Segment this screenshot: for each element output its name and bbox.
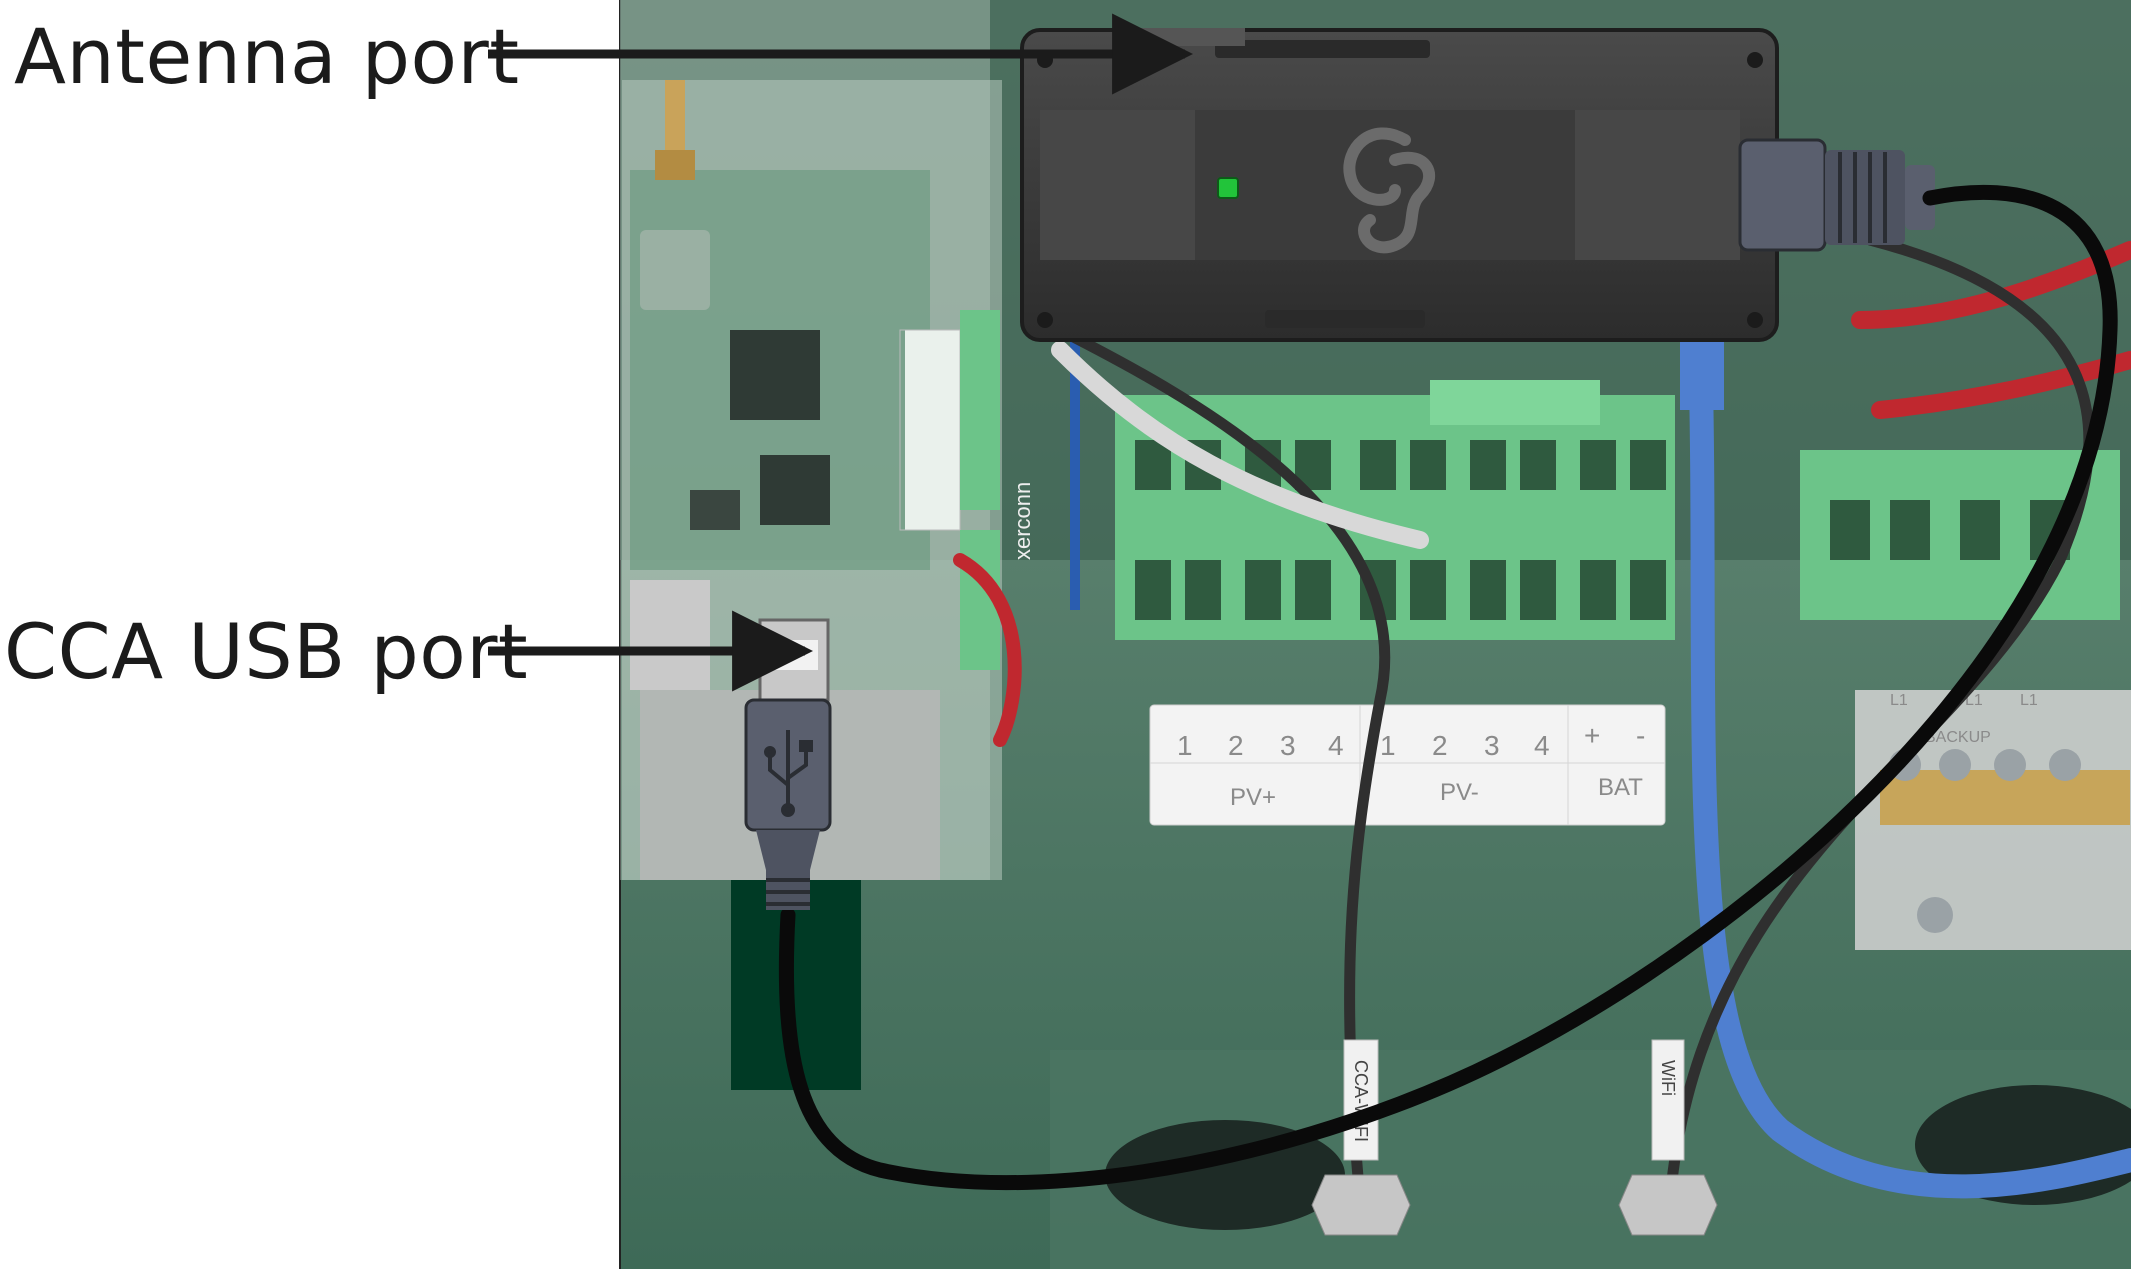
terminal-number: 4 [1534,730,1550,761]
cca-usb-plug [744,698,832,910]
ethernet-cable [1688,328,2131,1199]
gs-leaf-logo-icon [1343,127,1436,254]
gateway-usb-plug [1738,138,1935,252]
usb-cable [778,184,2118,1191]
antenna-port-label: Antenna port [14,12,520,101]
terminal-group-label: PV+ [1230,784,1276,811]
terminal-number: 3 [1484,730,1500,761]
cable-tag-right: WiFi [1658,1060,1678,1096]
backup-busbar: BACKUP L1 L1 L1 [1855,690,2131,950]
terminal-group-label: BAT [1598,774,1643,801]
terminal-label-strip: 1 2 3 4 1 2 3 4 + - PV+ PV- BAT [1149,704,1666,826]
busbar-label: BACKUP [1925,729,1991,746]
cable-tags: CCA-WIFI WiFi xerconn [1010,482,1718,1236]
status-led [1217,177,1239,199]
antenna-cables [1034,234,2095,1206]
gateway-device [1020,28,1779,342]
cca-usb-port-label: CCA USB port [4,607,529,696]
terminal-number: 1 [1380,730,1396,761]
usb-trident-icon [764,730,813,817]
terminal-number: 2 [1432,730,1448,761]
terminal-number: 1 [1177,730,1193,761]
terminal-number: 3 [1280,730,1296,761]
cable-tag-left: CCA-WIFI [1351,1060,1371,1142]
terminal-number: 4 [1328,730,1344,761]
busbar-label: L1 [1965,692,1983,709]
terminal-blocks [1115,380,2120,640]
terminal-number: - [1636,720,1645,751]
brand-wire-label: xerconn [1010,482,1035,560]
terminal-number: + [1584,720,1600,751]
terminal-group-label: PV- [1440,779,1479,806]
terminal-number: 2 [1228,730,1244,761]
busbar-label: L1 [2020,692,2038,709]
busbar-label: L1 [1890,692,1908,709]
